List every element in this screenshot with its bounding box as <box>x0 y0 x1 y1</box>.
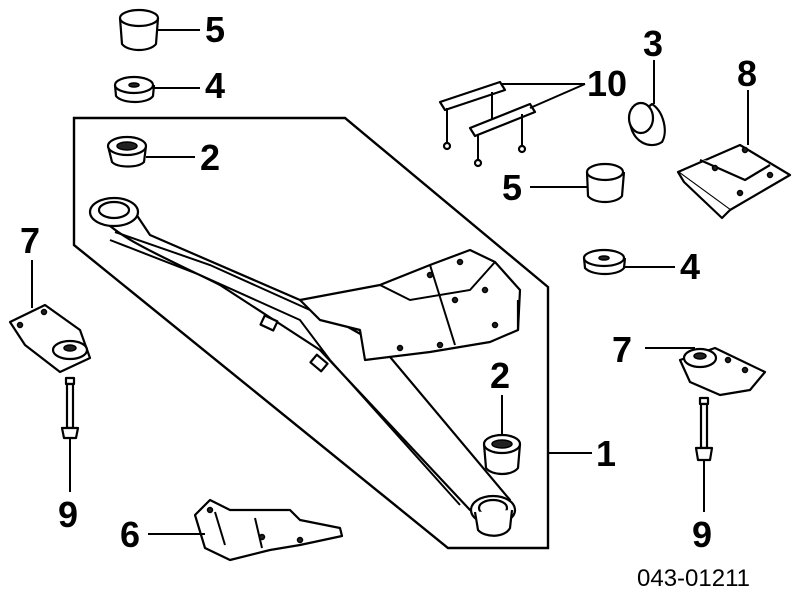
callout-2-top: 2 <box>200 137 220 178</box>
mount-cushion-top <box>118 8 160 52</box>
round-bumper <box>627 101 666 147</box>
washer-top <box>113 75 156 104</box>
mount-cushion-right <box>585 162 626 204</box>
callout-9-right: 9 <box>692 514 712 555</box>
callout-2-right: 2 <box>490 355 510 396</box>
callout-5-right: 5 <box>502 167 522 208</box>
callout-6: 6 <box>120 514 140 555</box>
mount-bracket-left <box>8 303 92 374</box>
callout-9-left: 9 <box>58 494 78 535</box>
washer-right <box>582 248 627 276</box>
callout-3: 3 <box>643 23 663 64</box>
bushing-sleeve-top <box>106 135 148 168</box>
callout-5-top: 5 <box>205 9 225 50</box>
assembly-frame <box>72 116 550 550</box>
subframe-crossmember <box>88 196 522 537</box>
callout-8: 8 <box>737 53 757 94</box>
mount-bracket-right <box>678 346 767 397</box>
callout-4-top: 4 <box>205 65 225 106</box>
callout-10: 10 <box>587 63 627 104</box>
bracket-assembly <box>438 80 537 168</box>
mounting-plate <box>676 143 792 220</box>
diagram-code: 043-01211 <box>637 565 750 592</box>
bolt-left <box>60 376 80 440</box>
callout-1: 1 <box>596 433 616 474</box>
bushing-sleeve-right <box>482 433 522 476</box>
callout-7-left: 7 <box>20 220 40 261</box>
bolt-right <box>694 396 714 462</box>
callout-4-right: 4 <box>680 246 700 287</box>
bracket-plate <box>193 498 344 562</box>
callout-7-right: 7 <box>612 329 632 370</box>
